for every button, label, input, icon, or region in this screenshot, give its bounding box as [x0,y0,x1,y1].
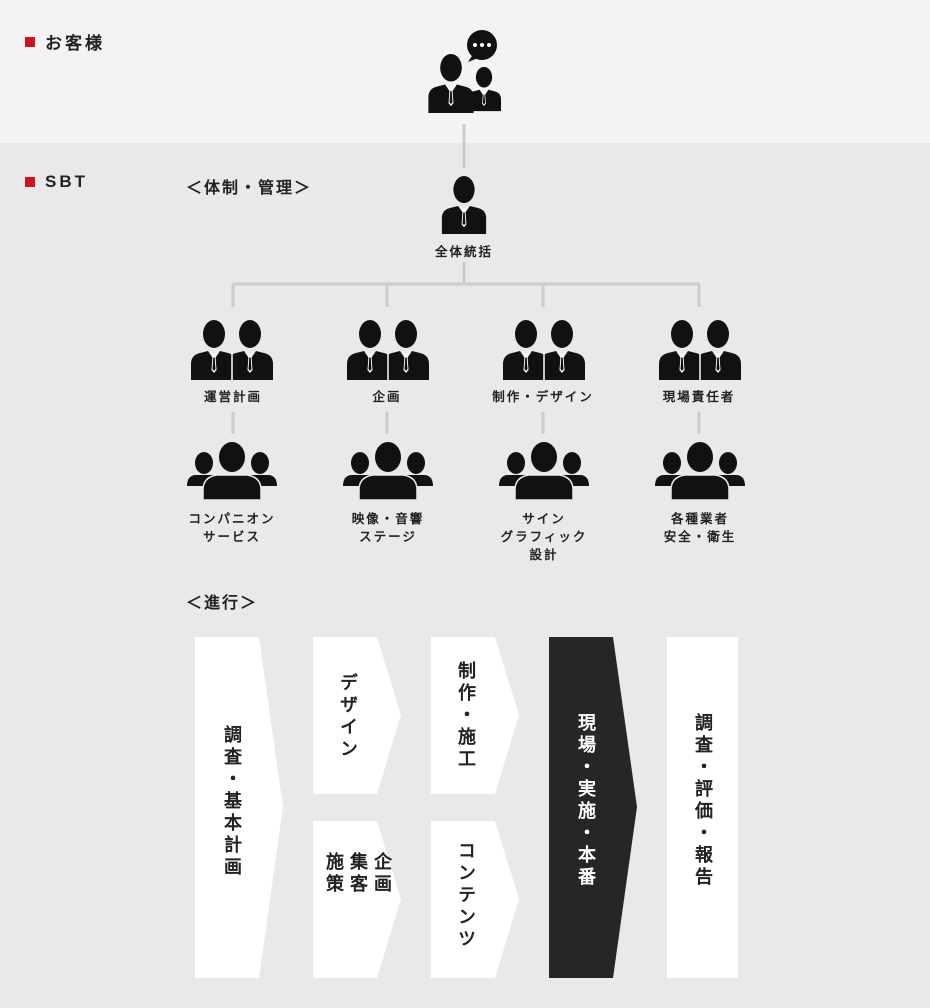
team-label-line: 設計 [529,548,559,562]
department-icon [191,320,273,380]
progress-title: ＜進行＞ [186,595,259,612]
department-icon [503,320,585,380]
team-group-icon [655,442,745,500]
team-label-line: サービス [202,530,261,544]
team-label-line: コンパニオン [188,512,276,526]
step-arrow [313,637,401,794]
department-icon [347,320,429,380]
team-group-icon [343,442,433,500]
step-label: 制作・施工 [456,661,476,771]
step-final-box [667,637,738,978]
step-arrow [195,637,283,978]
team-label-line: 各種業者 [670,512,729,526]
step-label: 現場・実施・本番 [576,713,596,889]
team-label-line: ステージ [359,530,417,544]
team-label-line: 映像・音響 [351,512,425,526]
red-square-icon [25,36,35,47]
sbt-heading: SBT [25,172,88,192]
step-label: 調査・評価・報告 [693,713,713,889]
director-label: 全体統括 [434,245,493,259]
department-name: 制作・デザイン [492,390,594,404]
team-label-line: グラフィック [500,530,588,544]
team-label: サイン グラフィック 設計 [479,510,609,564]
department-name: 運営計画 [203,390,262,404]
team-group-icon [187,442,277,500]
customer-label: お客様 [45,34,105,53]
red-square-icon [25,177,35,187]
step-arrow [431,637,519,794]
team-label: 映像・音響 ステージ [323,510,453,546]
team-label: コンパニオン サービス [167,510,297,546]
step-label: デザイン [338,673,358,761]
step-label: コンテンツ [456,841,476,951]
department-icon [659,320,741,380]
step-label: 企画集客施策 [324,852,392,896]
step-label: 調査・基本計画 [222,725,242,879]
department-name: 企画 [372,390,402,404]
director-icon [441,176,487,234]
management-title: ＜体制・管理＞ [186,180,313,197]
team-group-icon [499,442,589,500]
step-arrow-current [549,637,637,978]
sbt-label: SBT [45,172,88,191]
team-label: 各種業者 安全・衛生 [635,510,765,546]
step-arrow [431,821,519,978]
customer-heading: お客様 [25,29,105,54]
customer-icon [428,30,501,113]
team-label-line: 安全・衛生 [663,530,737,544]
customer-section [0,0,930,143]
step-arrow [313,821,401,978]
department-name: 現場責任者 [662,390,736,404]
team-label-line: サイン [522,512,566,526]
